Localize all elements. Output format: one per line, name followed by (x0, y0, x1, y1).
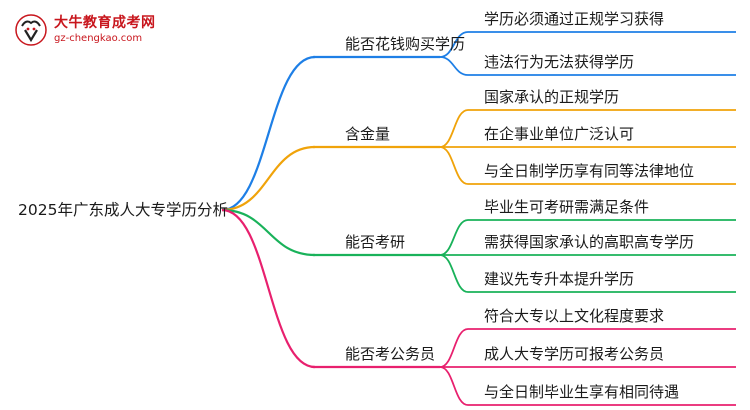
logo-mascot-icon (14, 13, 48, 47)
branch-connector (221, 55, 316, 212)
leaf-label: 在企事业单位广泛认可 (484, 125, 634, 143)
branch-label: 能否考研 (345, 233, 405, 251)
branch-label: 能否花钱购买学历 (345, 35, 465, 53)
node-labels: 2025年广东成人大专学历分析 能否花钱购买学历 学历必须通过正规学习获得违法行为无… (18, 10, 694, 401)
leaf-label: 毕业生可考研需满足条件 (484, 198, 649, 216)
leaf-label: 需获得国家承认的高职高专学历 (484, 233, 694, 251)
leaf-label: 成人大专学历可报考公务员 (484, 345, 664, 363)
branch-label: 含金量 (345, 125, 390, 143)
leaf-connector (439, 328, 469, 368)
leaf-connector (439, 219, 469, 256)
connector-lines (221, 31, 736, 406)
logo-url: gz-chengkao.com (54, 33, 143, 44)
leaf-connector (439, 254, 469, 293)
leaf-connector (439, 109, 469, 148)
leaf-label: 与全日制学历享有同等法律地位 (484, 162, 694, 180)
leaf-label: 国家承认的正规学历 (484, 88, 619, 106)
leaf-connector (439, 146, 469, 185)
leaf-label: 违法行为无法获得学历 (484, 53, 634, 71)
leaf-connector (439, 56, 469, 76)
branch-label: 能否考公务员 (345, 345, 435, 363)
branch-connector (221, 145, 316, 212)
root-topic: 2025年广东成人大专学历分析 (18, 201, 228, 219)
leaf-label: 建议先专升本提升学历 (484, 270, 634, 288)
branch-connector (221, 208, 316, 369)
leaf-label: 与全日制毕业生享有相同待遇 (484, 383, 679, 401)
branch-connector (221, 208, 316, 257)
leaf-connector (439, 31, 469, 58)
logo-title: 大牛教育成考网 (54, 15, 156, 31)
leaf-label: 符合大专以上文化程度要求 (484, 307, 664, 325)
leaf-connector (439, 366, 469, 406)
leaf-label: 学历必须通过正规学习获得 (484, 10, 664, 28)
site-logo[interactable]: 大牛教育成考网 gz-chengkao.com (14, 10, 156, 50)
